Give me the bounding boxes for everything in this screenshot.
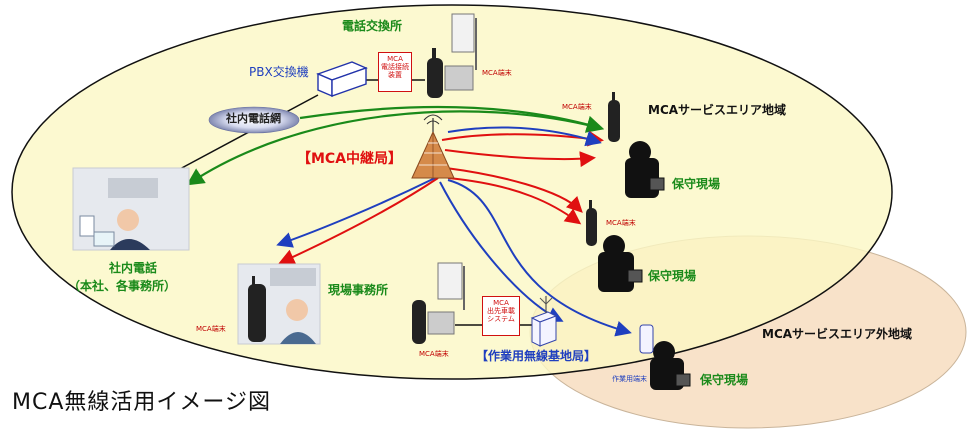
mca-terminal-label-service: MCA端末 — [562, 103, 592, 111]
mca-connect-box: MCA 電話接続 装置 — [378, 52, 412, 92]
internal-network-label: 社内電話網 — [226, 112, 281, 125]
base-station-icon — [530, 296, 558, 347]
worker-icon — [608, 92, 665, 198]
internal-phone-label: 社内電話 — [109, 261, 158, 275]
radio-terminal-icon — [427, 48, 474, 98]
mca-terminal-label-site: MCA端末 — [606, 219, 636, 227]
service-area-ellipse — [11, 4, 893, 380]
site-office-label: 現場事務所 — [328, 283, 389, 297]
mca-terminal-label-dispatch: MCA端末 — [419, 350, 449, 358]
pbx-box-icon — [316, 61, 368, 98]
mca-terminal-label-exchange: MCA端末 — [482, 69, 512, 77]
office-photo-icon — [237, 263, 321, 345]
worker-icon — [639, 324, 691, 390]
exchange-label: 電話交換所 — [342, 19, 403, 33]
antenna-panel-icon — [451, 13, 477, 70]
maintenance-site-label-2: 保守現場 — [648, 269, 697, 283]
red-link-2 — [444, 149, 596, 168]
blue-link-3 — [447, 179, 632, 337]
mca-terminal-label-office: MCA端末 — [196, 325, 226, 333]
maintenance-site-label-3: 保守現場 — [700, 373, 749, 387]
blue-link-1 — [276, 177, 436, 248]
dispatch-system-box: MCA 出先車載 システム — [482, 296, 520, 336]
work-terminal-label: 作業用端末 — [612, 375, 647, 383]
outside-area-label: MCAサービスエリア外地域 — [762, 327, 913, 341]
diagram-title: MCA無線活用イメージ図 — [12, 390, 271, 415]
green-link-arrow-back — [299, 106, 605, 133]
pbx-label: PBX交換機 — [249, 65, 309, 79]
service-area-label: MCAサービスエリア地域 — [648, 103, 787, 117]
relay-tower-icon — [411, 114, 455, 179]
relay-station-label: 【MCA中継局】 — [297, 151, 403, 167]
office-photo-icon — [72, 167, 190, 251]
offices-label: （本社、各事務所） — [68, 279, 177, 293]
worker-icon — [586, 200, 643, 292]
internal-network-pill — [208, 106, 300, 134]
maintenance-site-label-1: 保守現場 — [672, 177, 721, 191]
base-station-label: 【作業用無線基地局】 — [476, 349, 597, 363]
radio-terminal-icon — [412, 262, 465, 344]
red-link-4 — [447, 177, 582, 225]
green-link-arrow — [186, 110, 601, 186]
blue-link-4 — [439, 181, 564, 322]
blue-link-2 — [447, 126, 602, 147]
red-link-3 — [445, 167, 583, 213]
red-link-5 — [278, 177, 439, 265]
